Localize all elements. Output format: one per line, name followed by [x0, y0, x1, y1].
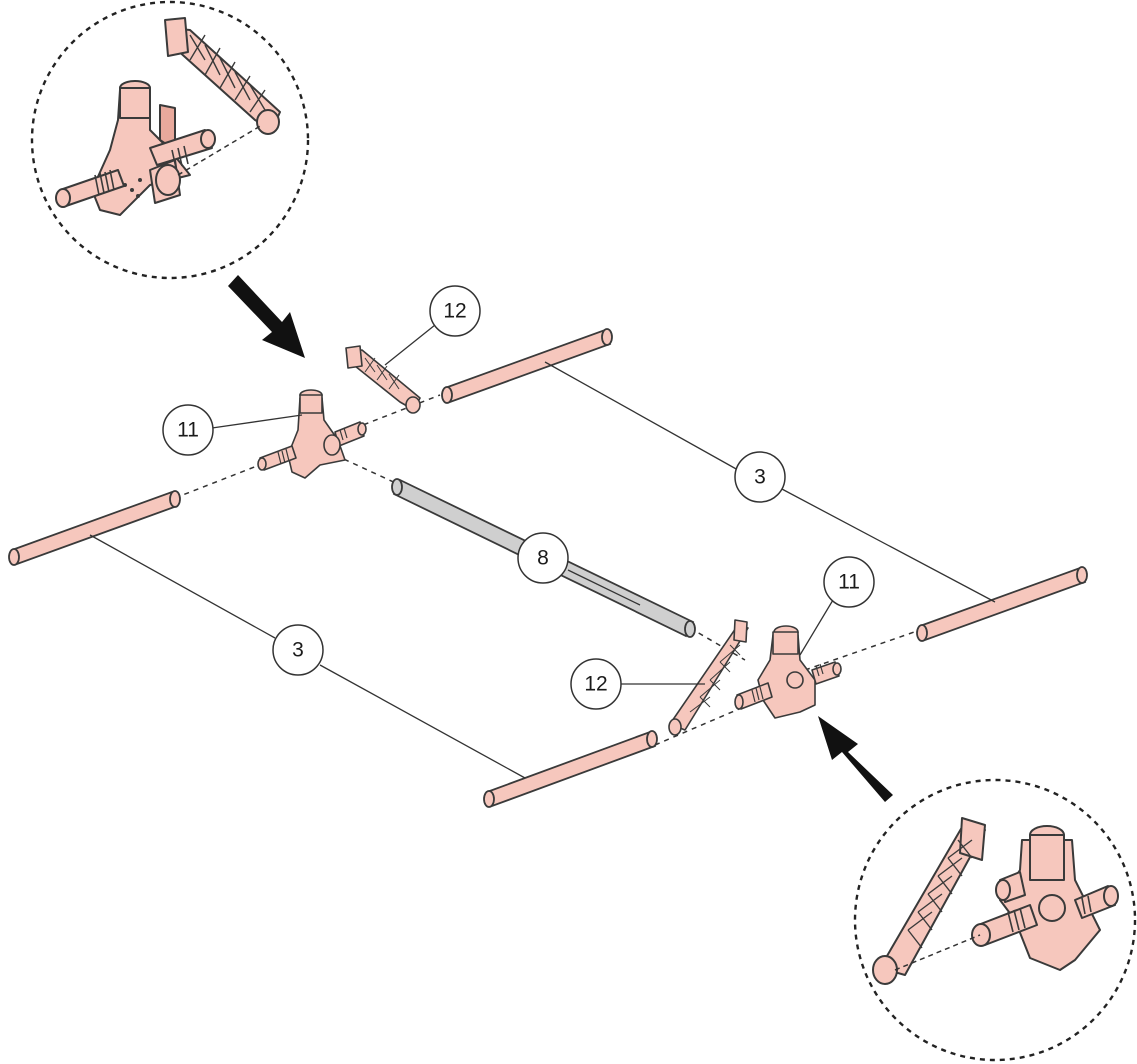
callout-label: 3 [292, 639, 304, 662]
detail-circle-top [30, 0, 310, 280]
callout-8: 8 [517, 532, 569, 584]
hub-bottom [734, 625, 842, 719]
detail-hub-bottom [971, 825, 1119, 971]
callout-12-bottom: 12 [570, 658, 622, 710]
callout-label: 8 [537, 547, 549, 570]
guide-lines [174, 394, 921, 746]
detail-bottom-guide [894, 934, 981, 971]
arm-bottom [668, 619, 749, 736]
callout-11-bottom: 11 [823, 556, 875, 608]
detail-arm-top [164, 17, 281, 135]
arm-top [345, 345, 421, 414]
detail-hub-top [55, 80, 216, 216]
detail-top-guide [177, 124, 263, 176]
detail-view-bottom [853, 778, 1137, 1062]
callout-leaders [89, 324, 996, 779]
callout-label: 12 [443, 300, 466, 323]
callout-11-top: 11 [162, 404, 214, 456]
callout-label: 3 [754, 466, 766, 489]
detail-view-top [30, 0, 310, 280]
tube-top-right [441, 328, 613, 404]
detail-circle-bottom [853, 778, 1137, 1062]
hub-top [257, 389, 367, 479]
callout-label: 11 [177, 419, 199, 442]
arrow-bottom-icon [818, 716, 893, 802]
tube-left [8, 490, 181, 566]
callout-3-right: 3 [734, 451, 786, 503]
detail-arm-bottom [872, 817, 986, 985]
tube-right [916, 566, 1088, 642]
arrow-top-icon [228, 275, 305, 358]
tube-bottom [483, 730, 658, 808]
callout-label: 12 [584, 673, 607, 696]
callout-label: 11 [838, 571, 860, 594]
callout-12-top: 12 [429, 285, 481, 337]
callout-3-left: 3 [272, 624, 324, 676]
